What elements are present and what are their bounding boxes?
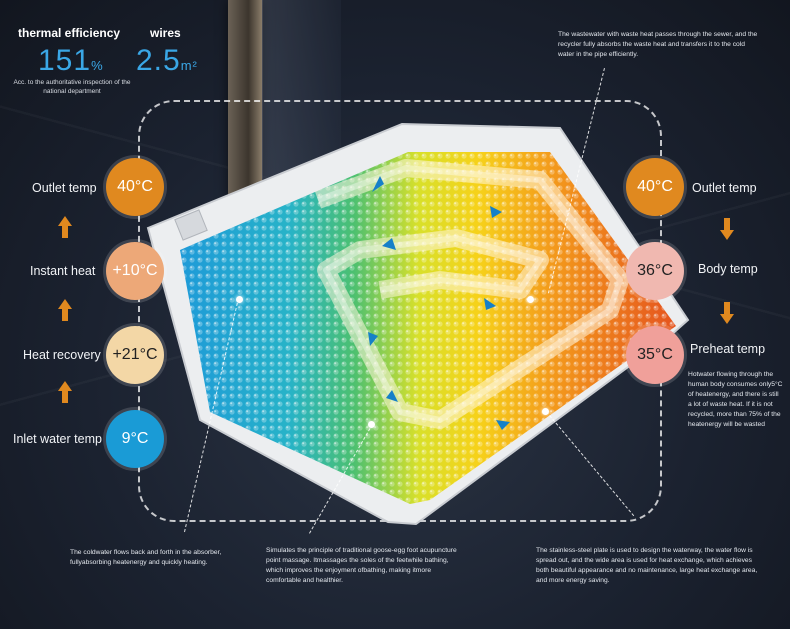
- heat-exchange-plate: [140, 120, 700, 540]
- up-arrow-icon: [58, 381, 72, 403]
- right-outlet-temp-label: Outlet temp: [692, 181, 757, 195]
- efficiency-note: Acc. to the authoritative inspection of …: [13, 79, 131, 95]
- note-bottom-middle: Simulates the principle of traditional g…: [266, 547, 457, 584]
- efficiency-value: 151%: [38, 44, 104, 77]
- heat-recovery-label: Heat recovery: [23, 348, 101, 362]
- instant-heat-circle: +10°C: [106, 242, 164, 300]
- left-outlet-temp-label: Outlet temp: [32, 181, 97, 195]
- callout-dot: [542, 408, 549, 415]
- preheat-temp-circle: 35°C: [626, 326, 684, 384]
- inlet-temp-circle: 9°C: [106, 410, 164, 468]
- instant-heat-label: Instant heat: [30, 264, 96, 278]
- note-bottom-right: The stainless-steel plate is used to des…: [536, 547, 758, 584]
- down-arrow-icon: [720, 302, 734, 324]
- efficiency-label: thermal efficiency: [18, 26, 121, 40]
- wires-value: 2.5m²: [136, 44, 198, 77]
- up-arrow-icon: [58, 216, 72, 238]
- inlet-temp-label: Inlet water temp: [13, 432, 102, 446]
- callout-dot: [236, 296, 243, 303]
- left-outlet-temp-circle: 40°C: [106, 158, 164, 216]
- preheat-temp-label: Preheat temp: [690, 342, 766, 356]
- note-right: Hotwater flowing through the human body …: [688, 371, 783, 428]
- callout-dot: [527, 296, 534, 303]
- up-arrow-icon: [58, 299, 72, 321]
- flow-arrow-icon: [368, 176, 510, 430]
- body-temp-label: Body temp: [698, 262, 758, 276]
- wires-label: wires: [150, 26, 181, 40]
- right-outlet-temp-circle: 40°C: [626, 158, 684, 216]
- note-bottom-left: The coldwater flows back and forth in th…: [70, 549, 222, 566]
- body-temp-circle: 36°C: [626, 242, 684, 300]
- plate-illustration: [146, 122, 690, 526]
- callout-dot: [368, 421, 375, 428]
- down-arrow-icon: [720, 218, 734, 240]
- note-top-right: The wastewater with waste heat passes th…: [558, 31, 758, 58]
- heat-recovery-circle: +21°C: [106, 326, 164, 384]
